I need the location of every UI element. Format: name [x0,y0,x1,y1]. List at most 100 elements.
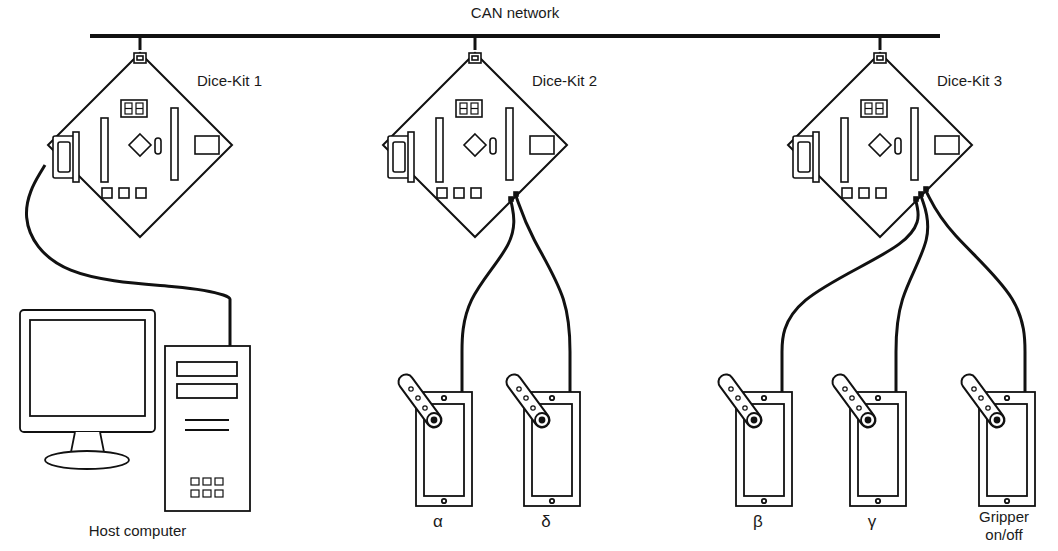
horn-hub [861,413,875,427]
host-drawing [15,300,260,545]
power-connector [935,136,959,154]
cable [926,191,1025,370]
push-button [102,188,112,198]
microcontroller [129,134,151,156]
segment-digit [876,108,883,109]
horn-hub [747,413,761,427]
bus-drop-line [879,38,882,50]
tower-button [215,490,223,497]
screw [442,396,446,400]
dice-kit-board: Dice-Kit 1 [45,50,295,240]
node-label: Dice-Kit 1 [197,72,262,90]
can-connector [877,56,883,60]
horn-hole [729,387,733,391]
servo-inner [987,404,1027,496]
servo-inner [424,404,464,496]
servo-pin [509,197,513,201]
servo-motor: β [712,370,804,548]
cable [895,370,898,392]
cable [782,201,918,370]
screw [762,396,766,400]
screw [550,396,554,400]
can-bus: CAN network [90,0,940,38]
seven-segment-display [456,100,482,117]
horn-hole [843,387,847,391]
horn-hub [990,413,1004,427]
can-connector [472,56,478,60]
servo-inner [744,404,784,496]
servo-motor: α [392,370,484,548]
drive-bay [177,384,237,398]
pin-header [506,108,513,180]
serial-connector [73,132,79,182]
cable [516,196,570,370]
tower-button [203,478,211,485]
segment-digit [136,108,143,109]
servo-body [979,392,1035,506]
joint-label: α [392,512,484,532]
horn-hole [979,396,983,400]
can-connector [137,56,143,60]
microcontroller [464,134,486,156]
pin-header [841,118,848,182]
segment-digit [865,108,872,109]
servo-body [524,392,580,506]
horn-hub [432,418,437,423]
serial-connector [408,132,414,182]
label-wrap: Gripper on/off [969,508,1039,544]
screw [550,499,554,503]
pin-header [101,118,108,182]
horn-hub [752,418,757,423]
drive-slot [185,429,229,431]
servo-inner [532,404,572,496]
horn-hole [517,387,521,391]
servo-pin [914,197,918,201]
horn-hole [986,406,990,410]
servo-body [736,392,792,506]
horn-hole [743,406,747,410]
serial-connector [58,142,70,172]
monitor [20,310,155,432]
cable [461,370,464,392]
drive-bay [177,362,237,376]
screw [876,396,880,400]
horn-hole [416,396,420,400]
servo-motor: γ [826,370,918,548]
horn-hole [423,406,427,410]
push-button [471,188,481,198]
crystal [490,138,496,154]
servo-body [850,392,906,506]
crystal [895,138,901,154]
seven-segment-display [121,100,147,117]
cable [569,370,572,392]
node-label: Dice-Kit 3 [937,72,1002,90]
seven-segment-display [861,100,887,117]
horn-hub [427,413,441,427]
segment-digit [460,108,467,109]
pin-header [436,118,443,182]
microcontroller [869,134,891,156]
horn-hole [524,396,528,400]
tower-case [165,346,250,511]
dice-kit-board: Dice-Kit 2 [380,50,630,240]
joint-label: Gripper on/off [955,508,1053,544]
screw [762,499,766,503]
servo-inner [858,404,898,496]
crystal [155,138,161,154]
servo-pin [919,192,923,196]
monitor-screen [30,320,145,416]
screw [876,499,880,503]
cable [1024,370,1027,392]
push-button [842,188,852,198]
segment-digit [471,103,478,114]
servo-motor: δ [500,370,592,548]
serial-connector [388,136,410,178]
horn-hub [535,413,549,427]
pin-header [171,108,178,180]
horn-hole [857,406,861,410]
segment-digit [471,108,478,109]
push-button [859,188,869,198]
monitor-base [45,451,129,469]
cable [896,196,928,370]
